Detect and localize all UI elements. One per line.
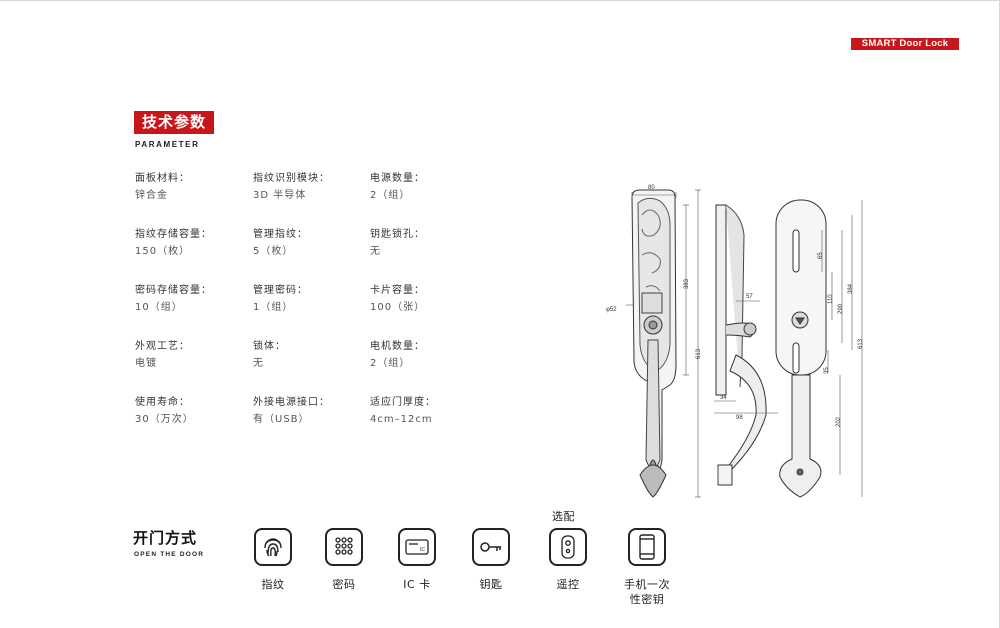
lock-technical-drawing: 80 φ52 383 613 57 34 98 65 110: [606, 185, 864, 498]
parameter-label: 外观工艺：: [135, 341, 190, 352]
method-label: 遥控: [556, 578, 580, 591]
side-view: [715, 204, 767, 486]
parameter-label: 管理密码：: [253, 285, 308, 296]
parameter-value: 150（枚）: [135, 246, 191, 257]
dim-height-upper: 383: [684, 278, 690, 289]
parameter-item: 钥匙锁孔： 无: [370, 228, 480, 259]
parameter-item: 面板材料： 锌合金: [135, 172, 245, 203]
parameter-label: 钥匙锁孔：: [370, 229, 425, 240]
parameter-value: 3D 半导体: [253, 190, 307, 201]
parameter-item: 密码存储容量： 10（组）: [135, 284, 245, 315]
method-remote: 遥控: [533, 528, 603, 592]
parameter-subtitle: PARAMETER: [135, 140, 200, 149]
parameter-item: 使用寿命： 30（万次）: [135, 396, 245, 427]
parameter-value: 100（张）: [370, 302, 426, 313]
parameter-value: 5（枚）: [253, 246, 294, 257]
dim-side-98: 98: [736, 415, 743, 421]
parameter-item: 管理密码： 1（组）: [253, 284, 363, 315]
method-key: 钥匙: [456, 528, 526, 592]
parameter-value: 4cm–12cm: [370, 414, 433, 425]
parameter-label: 适应门厚度：: [370, 397, 436, 408]
method-password: 密码: [309, 528, 379, 592]
parameter-item: 卡片容量： 100（张）: [370, 284, 480, 315]
parameter-label: 指纹存储容量：: [135, 229, 212, 240]
fingerprint-icon: [254, 528, 292, 566]
optional-label: 选配: [552, 510, 575, 523]
method-fingerprint: 指纹: [238, 528, 308, 592]
keypad-icon: [325, 528, 363, 566]
dim-back-202: 202: [836, 416, 842, 427]
method-label: 密码: [332, 578, 356, 591]
ic-card-text: IC: [420, 547, 425, 553]
dim-width-top: 80: [648, 185, 655, 191]
dim-side-34: 34: [720, 395, 727, 401]
parameter-value: 无: [370, 246, 381, 257]
dim-back-110: 110: [828, 294, 834, 304]
parameter-item: 适应门厚度： 4cm–12cm: [370, 396, 480, 427]
parameter-value: 锌合金: [135, 190, 168, 201]
parameter-item: 电源数量： 2（组）: [370, 172, 480, 203]
method-label: 钥匙: [479, 578, 503, 591]
parameter-item: 指纹识别模块： 3D 半导体: [253, 172, 363, 203]
parameter-label: 外接电源接口：: [253, 397, 330, 408]
top-border: [0, 0, 1000, 1]
parameter-label: 电机数量：: [370, 341, 425, 352]
dim-back-290: 290: [838, 303, 844, 314]
parameter-title: 技术参数: [134, 111, 214, 134]
parameter-label: 管理指纹：: [253, 229, 308, 240]
open-methods-title: 开门方式: [133, 529, 198, 547]
parameter-value: 1（组）: [253, 302, 294, 313]
phone-icon: [628, 528, 666, 566]
dim-back-65: 65: [818, 252, 824, 259]
parameter-value: 电镀: [135, 358, 157, 369]
parameter-item: 锁体： 无: [253, 340, 363, 371]
dim-back-613: 613: [858, 338, 864, 349]
parameter-label: 使用寿命：: [135, 397, 190, 408]
parameter-value: 30（万次）: [135, 414, 194, 425]
open-methods-subtitle: OPEN THE DOOR: [134, 551, 205, 558]
parameter-label: 锁体：: [253, 341, 286, 352]
dim-height-total-front: 613: [696, 348, 702, 359]
back-view: [775, 199, 827, 498]
parameter-item: 指纹存储容量： 150（枚）: [135, 228, 245, 259]
remote-icon: [549, 528, 587, 566]
parameter-item: 电机数量： 2（组）: [370, 340, 480, 371]
parameter-value: 2（组）: [370, 358, 411, 369]
parameter-value: 2（组）: [370, 190, 411, 201]
parameter-item: 外观工艺： 电镀: [135, 340, 245, 371]
dim-back-35: 35: [824, 367, 830, 374]
front-view: [631, 189, 677, 498]
dim-handle-depth: 57: [746, 294, 753, 300]
parameter-value: 无: [253, 358, 264, 369]
method-label: IC 卡: [403, 578, 431, 591]
parameter-item: 外接电源接口： 有（USB）: [253, 396, 363, 427]
key-icon: [472, 528, 510, 566]
ic-card-icon: IC: [398, 528, 436, 566]
parameter-label: 面板材料：: [135, 173, 190, 184]
method-ic-card: IC IC 卡: [382, 528, 452, 592]
parameter-label: 指纹识别模块：: [253, 173, 330, 184]
brand-badge: SMART Door Lock: [851, 38, 959, 50]
method-phone: 手机一次 性密钥: [612, 528, 682, 607]
dim-back-384: 384: [848, 283, 854, 294]
parameter-item: 管理指纹： 5（枚）: [253, 228, 363, 259]
parameter-label: 卡片容量：: [370, 285, 425, 296]
parameter-value: 有（USB）: [253, 414, 310, 425]
method-label: 指纹: [261, 578, 285, 591]
parameter-label: 电源数量：: [370, 173, 425, 184]
dim-diameter: φ52: [606, 307, 617, 313]
method-label: 手机一次 性密钥: [624, 578, 670, 606]
parameter-label: 密码存储容量：: [135, 285, 212, 296]
parameter-value: 10（组）: [135, 302, 183, 313]
